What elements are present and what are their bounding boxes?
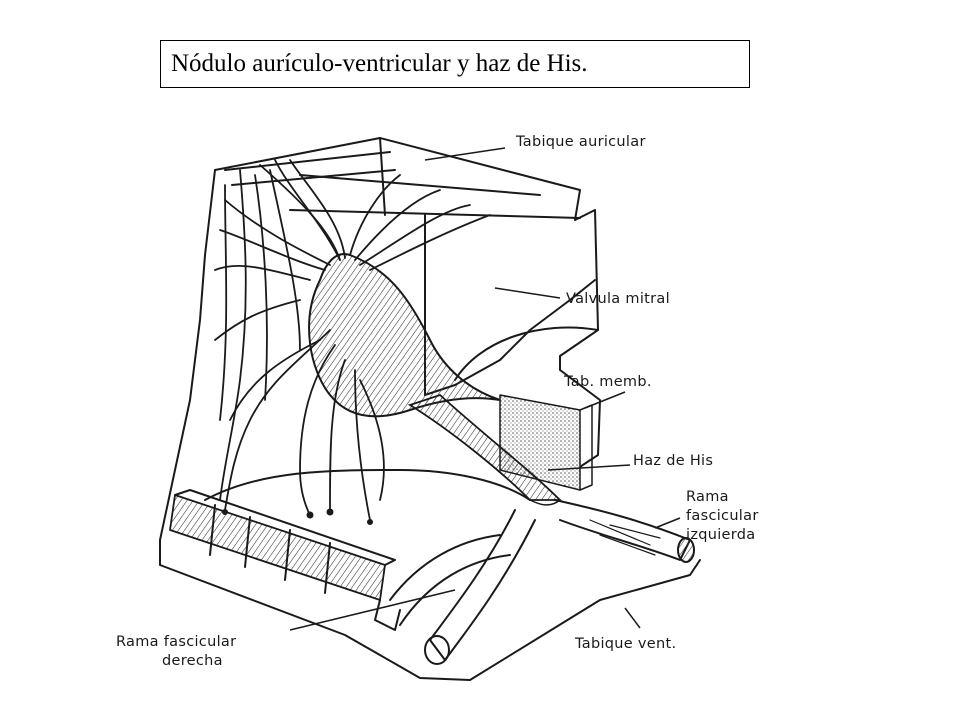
- label-line: Rama: [686, 489, 729, 505]
- label-line: Rama fascicular: [116, 634, 237, 650]
- label-line: derecha: [162, 653, 223, 669]
- label-tab-memb: Tab. memb.: [564, 374, 652, 390]
- label-haz-de-his: Haz de His: [633, 453, 714, 469]
- label-rama-fascicular-derecha: Rama fascicular derecha: [116, 633, 236, 671]
- label-tabique-auricular: Tabique auricular: [516, 134, 646, 150]
- label-rama-fascicular-izquierda: Rama fascicular izquierda: [686, 488, 759, 545]
- label-line: izquierda: [686, 527, 756, 543]
- page-title: Nódulo aurículo-ventricular y haz de His…: [171, 50, 588, 77]
- title-box: Nódulo aurículo-ventricular y haz de His…: [160, 40, 750, 88]
- nerve-fibers: [214, 159, 491, 521]
- av-node: [308, 253, 563, 506]
- leader-lines: [289, 147, 681, 631]
- right-bundle-band: [169, 494, 386, 601]
- fiber-terminals: [222, 508, 373, 525]
- label-line: fascicular: [686, 508, 759, 524]
- right-bundle-branch: [429, 509, 536, 661]
- left-bundle-branch: [554, 499, 691, 561]
- label-tabique-vent: Tabique vent.: [575, 636, 677, 652]
- label-valvula-mitral: Válvula mitral: [566, 291, 670, 307]
